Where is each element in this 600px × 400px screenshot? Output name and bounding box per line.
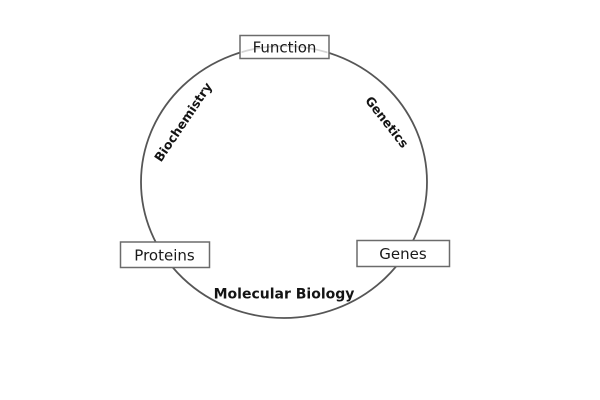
function-box — [239, 34, 330, 60]
proteins-label: Proteins — [134, 247, 195, 265]
genes-box — [356, 239, 451, 268]
function-label: Function — [253, 39, 317, 57]
molecular-biology-edge-label: Molecular Biology — [214, 287, 355, 303]
cycle-circle — [140, 45, 428, 319]
node-genes: Genes — [356, 239, 451, 268]
genetics-edge-label: Genetics — [362, 93, 412, 150]
biochemistry-edge-label: Biochemistry — [151, 80, 215, 165]
node-function: Function — [239, 34, 330, 60]
proteins-box — [119, 241, 211, 269]
genes-label: Genes — [379, 245, 427, 263]
cycle-circle-through-function-box — [241, 45, 328, 54]
node-proteins: Proteins — [119, 241, 211, 269]
